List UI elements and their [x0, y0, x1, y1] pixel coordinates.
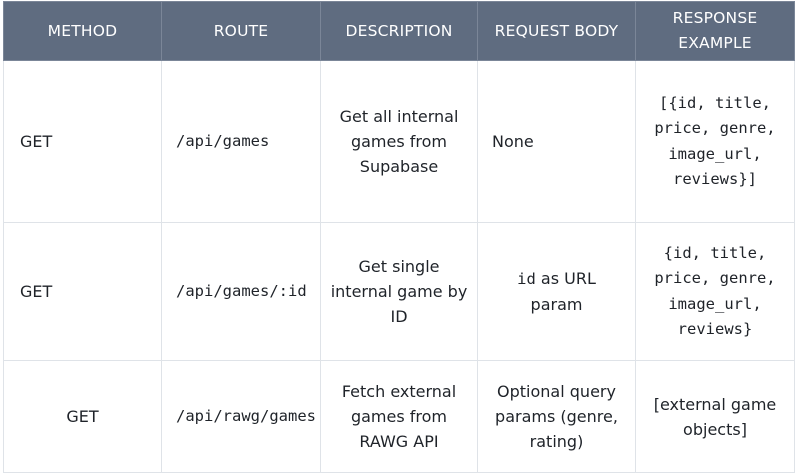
description-line: games from — [350, 407, 448, 426]
header-row: METHOD ROUTE DESCRIPTION REQUEST BODY RE… — [3, 1, 795, 61]
response-cell: [{id, title, price, genre, image_url, re… — [635, 60, 795, 223]
request-body-cell: Optional query params (genre, rating) — [477, 360, 636, 473]
response-line: {id, title, — [663, 243, 767, 262]
table-row: GET /api/games/:id Get single internal g… — [3, 222, 795, 361]
description-line: Fetch external — [341, 382, 457, 401]
header-method: METHOD — [3, 1, 162, 61]
description-line: Get single — [358, 257, 440, 276]
response-cell: [external game objects] — [635, 360, 795, 473]
method-cell: GET — [3, 360, 162, 473]
response-cell: {id, title, price, genre, image_url, rev… — [635, 222, 795, 361]
method-cell: GET — [3, 222, 162, 361]
response-line: objects] — [683, 419, 747, 439]
api-routes-table: METHOD ROUTE DESCRIPTION REQUEST BODY RE… — [3, 1, 795, 473]
route-cell: /api/games/:id — [161, 222, 321, 361]
header-request-body: REQUEST BODY — [477, 1, 636, 61]
header-response-line2: EXAMPLE — [678, 34, 752, 52]
description-line: games from — [350, 132, 448, 151]
description-cell: Get single internal game by ID — [320, 222, 478, 361]
response-line: image_url, — [668, 294, 762, 313]
request-body-cell: None — [477, 60, 636, 223]
header-response-example: RESPONSE EXAMPLE — [635, 1, 795, 61]
header-route: ROUTE — [161, 1, 321, 61]
response-line: price, genre, — [654, 269, 776, 287]
table-row: GET /api/rawg/games Fetch external games… — [3, 360, 795, 473]
description-line: RAWG API — [359, 432, 439, 451]
response-line: reviews}] — [673, 170, 757, 188]
response-line: image_url, — [668, 144, 762, 163]
response-line: [external game — [653, 394, 777, 414]
description-cell: Fetch external games from RAWG API — [320, 360, 478, 473]
request-body-cell: id as URL param — [477, 222, 636, 361]
request-body-code: id — [517, 270, 536, 288]
request-body-line: Optional query — [497, 382, 616, 401]
method-cell: GET — [3, 60, 162, 223]
description-line: internal game by — [330, 282, 468, 301]
request-body-line: as URL — [540, 269, 596, 288]
response-line: [{id, title, — [659, 93, 771, 112]
response-line: reviews} — [677, 320, 753, 338]
description-line: Get all internal — [339, 107, 459, 126]
request-body-line: params (genre, — [495, 407, 618, 426]
description-line: ID — [390, 307, 408, 326]
description-line: Supabase — [359, 157, 439, 176]
table-body: GET /api/games Get all internal games fr… — [3, 60, 795, 473]
response-line: price, genre, — [654, 119, 776, 137]
description-cell: Get all internal games from Supabase — [320, 60, 478, 223]
route-cell: /api/games — [161, 60, 321, 223]
request-body-line: param — [530, 295, 583, 314]
request-body-line: None — [492, 132, 534, 151]
header-description: DESCRIPTION — [320, 1, 478, 61]
header-response-line1: RESPONSE — [672, 9, 758, 27]
table-row: GET /api/games Get all internal games fr… — [3, 60, 795, 223]
route-cell: /api/rawg/games — [161, 360, 321, 473]
table-header: METHOD ROUTE DESCRIPTION REQUEST BODY RE… — [3, 1, 795, 61]
request-body-line: rating) — [529, 432, 584, 451]
